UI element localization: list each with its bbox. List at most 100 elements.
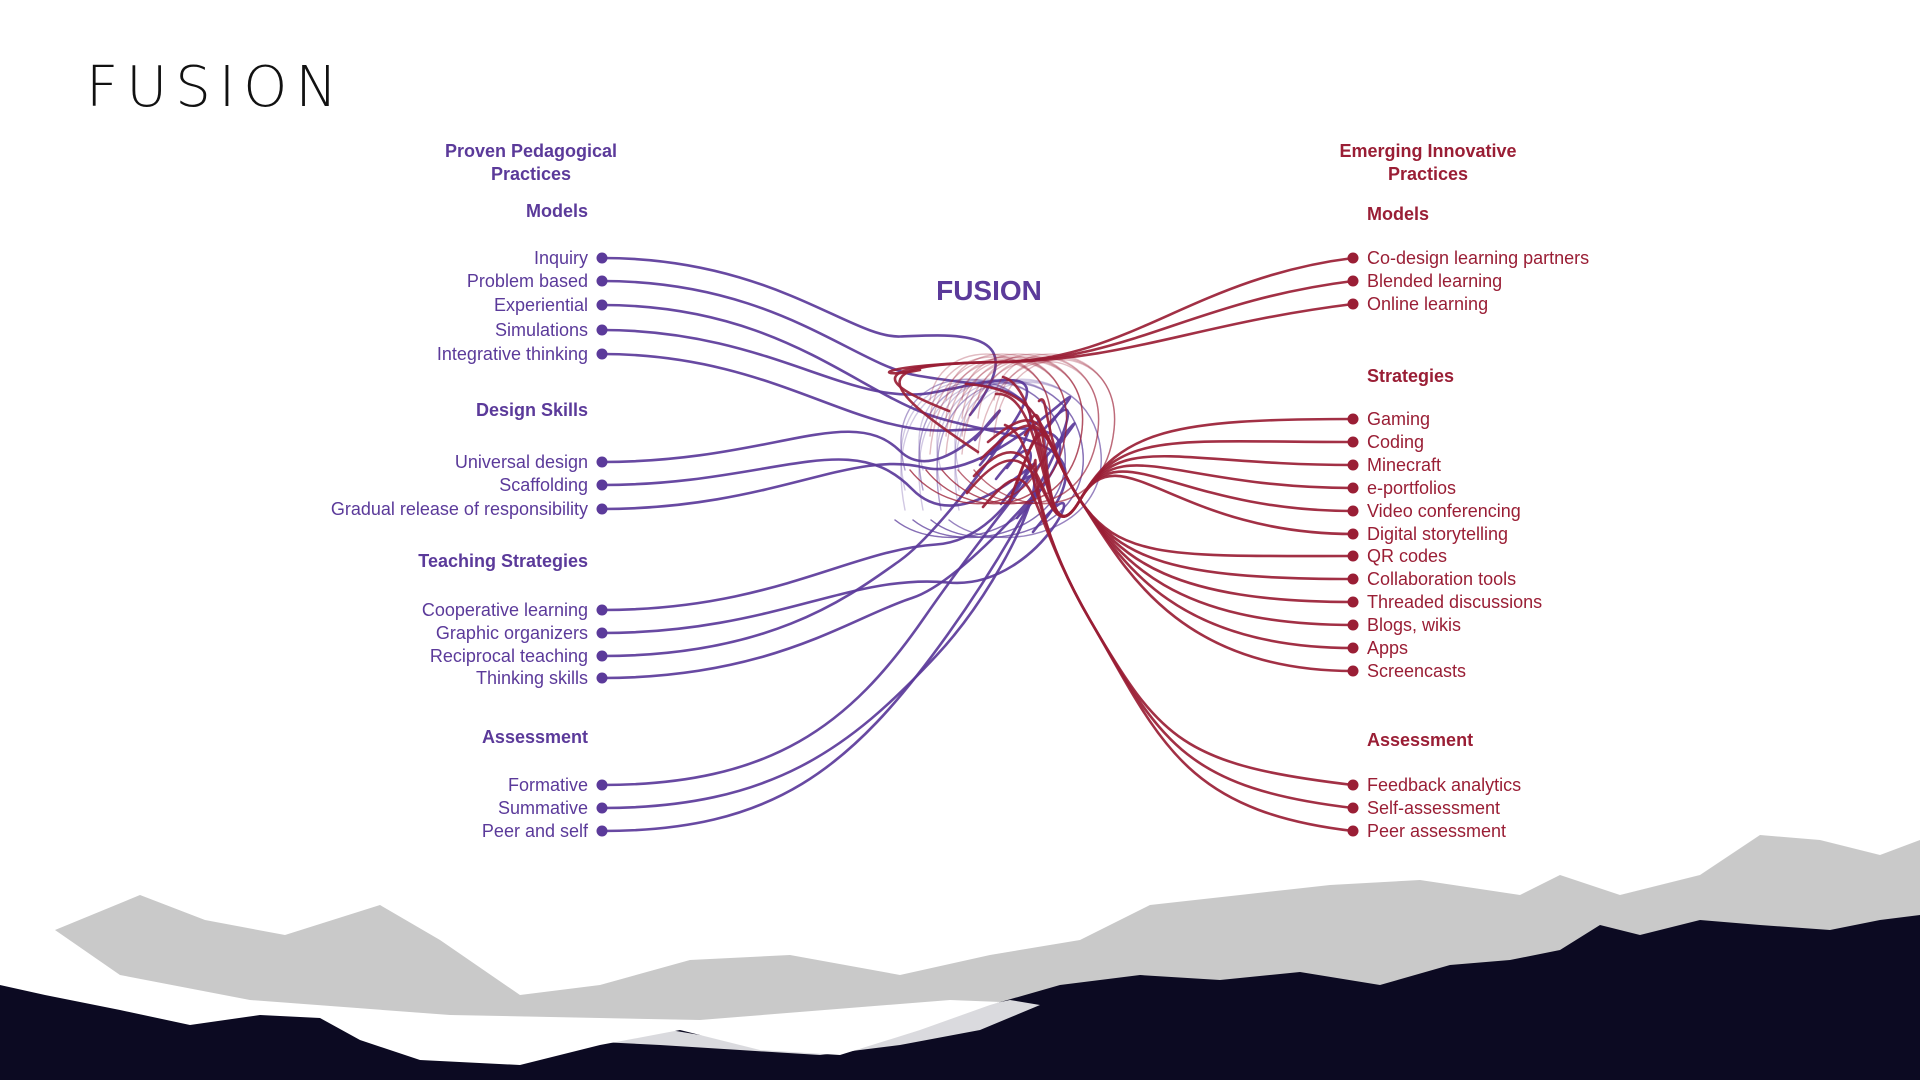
right-item-feedback-analytics: Feedback analytics xyxy=(1347,775,1521,795)
item-label: Cooperative learning xyxy=(422,600,588,620)
connection-curve xyxy=(600,475,1036,810)
connection-curve xyxy=(600,488,1041,680)
item-label: Problem based xyxy=(467,271,588,291)
right-item-e-portfolios: e-portfolios xyxy=(1347,478,1456,498)
node-dot xyxy=(596,672,608,684)
connection-curve xyxy=(600,449,1032,612)
left-item-inquiry: Inquiry xyxy=(534,248,608,268)
slide-title: FUSION xyxy=(86,55,346,120)
item-label: Experiential xyxy=(494,295,588,315)
item-label: Universal design xyxy=(455,452,588,472)
item-label: Peer assessment xyxy=(1367,821,1506,841)
node-dot xyxy=(1347,275,1359,287)
left-item-simulations: Simulations xyxy=(495,320,608,340)
connection-curve xyxy=(1030,413,1355,536)
connection-curve xyxy=(1037,398,1355,604)
right-item-threaded-discussions: Threaded discussions xyxy=(1347,592,1542,612)
left-item-formative: Formative xyxy=(508,775,608,795)
connection-curve xyxy=(912,381,1066,539)
left-group-models: Models Inquiry Problem based Experientia… xyxy=(437,201,608,364)
left-item-scaffolding: Scaffolding xyxy=(499,475,608,495)
node-dot xyxy=(596,604,608,616)
right-group-strategies: Strategies Gaming Coding Minecraft e-por… xyxy=(1347,366,1542,681)
connection-curve xyxy=(925,356,1068,505)
connection-curve xyxy=(925,358,1068,505)
left-item-integrative-thinking: Integrative thinking xyxy=(437,344,608,364)
node-dot xyxy=(1347,779,1359,791)
item-label: Gaming xyxy=(1367,409,1430,429)
connection-curve xyxy=(930,381,1084,539)
node-dot xyxy=(1347,573,1359,585)
connection-curve xyxy=(957,356,1100,505)
left-item-graphic-organizers: Graphic organizers xyxy=(436,623,608,643)
connection-curve xyxy=(973,356,1116,505)
item-label: Blended learning xyxy=(1367,271,1502,291)
right-item-blended-learning: Blended learning xyxy=(1347,271,1502,291)
node-dot xyxy=(596,324,608,336)
connection-curve xyxy=(930,380,1084,539)
connection-curve xyxy=(981,477,1355,833)
group-title: Design Skills xyxy=(476,400,588,420)
item-label: Video conferencing xyxy=(1367,501,1521,521)
group-title: Assessment xyxy=(1367,730,1473,750)
node-dot xyxy=(596,299,608,311)
node-dot xyxy=(596,503,608,515)
item-label: Minecraft xyxy=(1367,455,1441,475)
left-item-cooperative-learning: Cooperative learning xyxy=(422,600,608,620)
node-dot xyxy=(1347,665,1359,677)
item-label: Inquiry xyxy=(534,248,588,268)
right-group-assessment: Assessment Feedback analytics Self-asses… xyxy=(1347,730,1521,841)
connection-curve xyxy=(941,358,1084,505)
connection-curve xyxy=(1032,458,1355,810)
item-label: Formative xyxy=(508,775,588,795)
group-title: Models xyxy=(526,201,588,221)
node-dot xyxy=(1347,642,1359,654)
node-dot xyxy=(1347,825,1359,837)
node-dot xyxy=(1347,550,1359,562)
left-group-design-skills: Design Skills Universal design Scaffoldi… xyxy=(331,400,608,519)
item-label: Co-design learning partners xyxy=(1367,248,1589,268)
left-group-assessment: Assessment Formative Summative Peer and … xyxy=(482,727,608,841)
group-title: Strategies xyxy=(1367,366,1454,386)
item-label: Scaffolding xyxy=(499,475,588,495)
item-label: Summative xyxy=(498,798,588,818)
left-item-gradual-release: Gradual release of responsibility xyxy=(331,499,608,519)
left-item-peer-and-self: Peer and self xyxy=(482,821,608,841)
connection-curve xyxy=(600,256,997,417)
center-title: FUSION xyxy=(936,275,1042,306)
left-heading-line-1: Proven Pedagogical xyxy=(445,141,617,161)
item-label: Coding xyxy=(1367,432,1424,452)
connection-curve xyxy=(973,353,1116,505)
node-dot xyxy=(1347,619,1359,631)
node-dot xyxy=(1347,505,1359,517)
connection-curve xyxy=(941,360,1084,505)
item-label: Online learning xyxy=(1367,294,1488,314)
connection-curve xyxy=(925,353,1068,505)
node-dot xyxy=(596,779,608,791)
item-label: e-portfolios xyxy=(1367,478,1456,498)
connection-curve xyxy=(898,302,1355,454)
item-label: Simulations xyxy=(495,320,588,340)
item-label: Thinking skills xyxy=(476,668,588,688)
left-group-teaching-strategies: Teaching Strategies Cooperative learning… xyxy=(418,551,608,688)
right-item-screencasts: Screencasts xyxy=(1347,661,1466,681)
connection-curve xyxy=(964,382,1355,673)
connection-curve xyxy=(600,395,1072,511)
item-label: Digital storytelling xyxy=(1367,524,1508,544)
right-heading-line-2: Practices xyxy=(1388,164,1468,184)
connection-curve xyxy=(909,360,1052,505)
left-item-thinking-skills: Thinking skills xyxy=(476,668,608,688)
connection-curve xyxy=(941,356,1084,505)
left-heading-line-2: Practices xyxy=(491,164,571,184)
right-item-online-learning: Online learning xyxy=(1347,294,1488,314)
node-dot xyxy=(1347,596,1359,608)
connection-curve xyxy=(973,358,1116,505)
node-dot xyxy=(1347,298,1359,310)
right-item-self-assessment: Self-assessment xyxy=(1347,798,1500,818)
connection-curve xyxy=(941,353,1084,505)
right-item-video-conferencing: Video conferencing xyxy=(1347,501,1521,521)
right-item-coding: Coding xyxy=(1347,432,1424,452)
connection-curve xyxy=(930,378,1084,539)
right-heading: Emerging Innovative Practices xyxy=(1339,141,1516,184)
